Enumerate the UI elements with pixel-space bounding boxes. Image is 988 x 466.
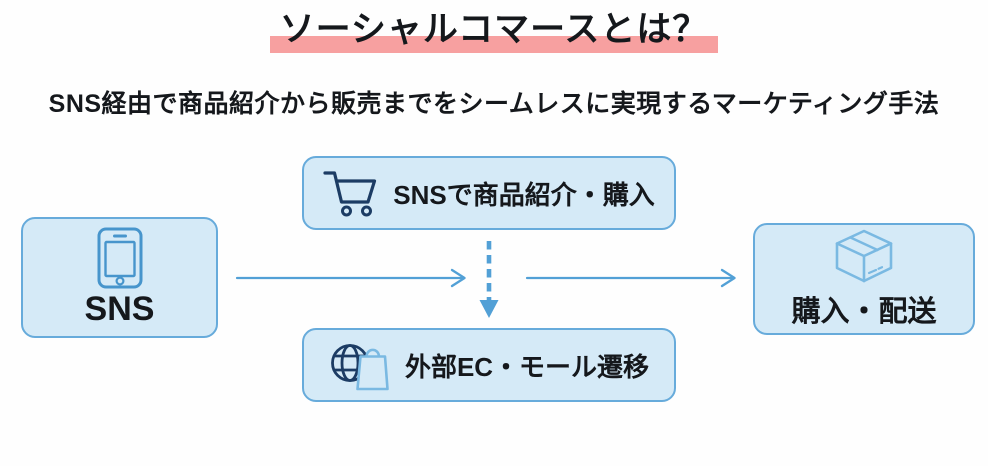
sns-node-label: SNS [84,289,155,328]
delivery-node-label: 購入・配送 [791,296,937,328]
page-subtitle: SNS経由で商品紹介から販売までをシームレスに実現するマーケティング手法 [48,90,940,118]
page-title-row: ソーシャルコマースとは？ [0,6,988,54]
delivery-node: 購入・配送 [753,223,975,335]
direct-purchase-label: SNSで商品紹介・購入 [393,179,655,210]
external-ec-label: 外部EC・モール遷移 [404,351,650,382]
direct-purchase-node: SNSで商品紹介・購入 [302,156,676,230]
external-ec-node: 外部EC・モール遷移 [302,328,676,402]
smartphone-icon [97,227,142,288]
shopping-cart-icon [323,171,377,217]
shopping-bag-icon [356,348,389,391]
arrow-sns-to-center [235,268,466,288]
arrow-direct-to-external-dashed [479,241,499,318]
globe-shopping-bag-icon [331,344,389,391]
sns-node: SNS [21,217,218,338]
page-title: ソーシャルコマースとは？ [269,6,719,54]
arrow-center-to-delivery [525,268,736,288]
package-box-icon [835,229,893,283]
